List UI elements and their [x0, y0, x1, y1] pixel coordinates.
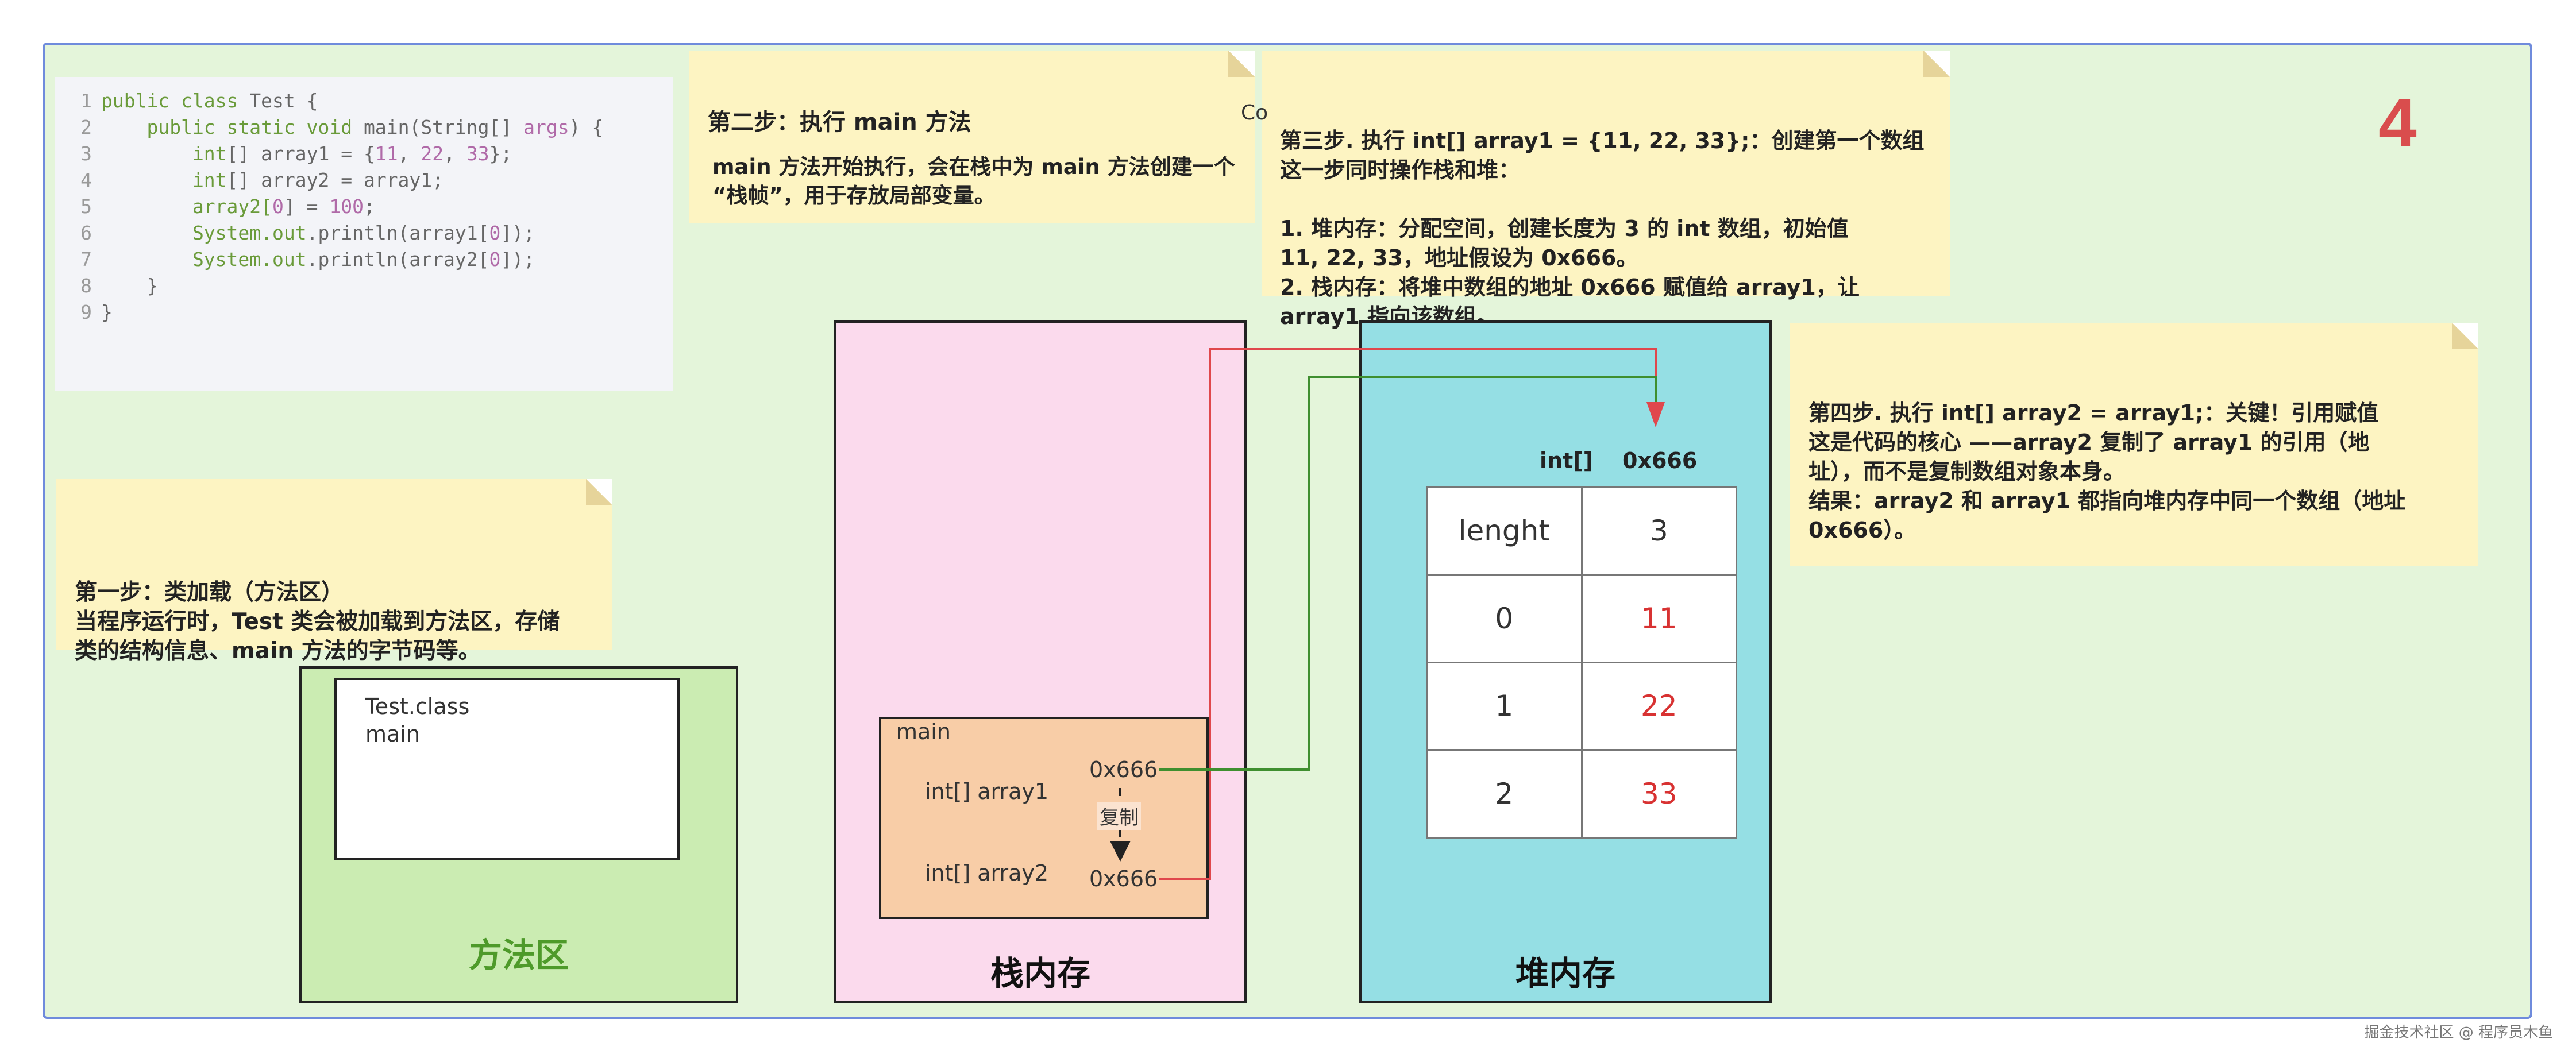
code-line: 9} [55, 301, 673, 327]
code-token: 0 [272, 195, 284, 218]
class-method-name: main [365, 721, 420, 747]
code-token: System.out [101, 222, 307, 244]
heap-type-label: int[] [1540, 448, 1593, 473]
stack-var2-value: 0x666 [1089, 866, 1158, 891]
method-area-title: 方法区 [468, 936, 569, 975]
note-step3: 第三步. 执行 int[] array1 = {11, 22, 33};：创建第… [1262, 51, 1950, 329]
code-line: 8 } [55, 275, 673, 301]
main-stack-frame [879, 717, 1209, 919]
line-number: 1 [80, 90, 92, 112]
code-token: int [101, 169, 227, 191]
note-step1: 第一步：类加载（方法区） 当程序运行时，Test 类会被加载到方法区，存储 类的… [56, 479, 612, 664]
stray-text: Co [1241, 101, 1268, 125]
code-token: ]); [500, 248, 535, 271]
note-fold [586, 479, 612, 505]
code-token: ]); [500, 222, 535, 244]
code-token: public static void [101, 116, 364, 138]
code-token: 0 [489, 222, 501, 244]
code-token: .println(array1[ [306, 222, 489, 244]
code-token: [] array2 = array1; [226, 169, 444, 191]
class-info-box [334, 678, 680, 860]
heap-index-cell: 0 [1426, 573, 1583, 663]
line-number: 9 [80, 301, 92, 323]
code-token: 33 [466, 142, 489, 165]
code-token: ] = [283, 195, 330, 218]
code-line: 6 System.out.println(array1[0]); [55, 222, 673, 248]
code-token: , [398, 142, 421, 165]
heap-index-cell: 2 [1426, 749, 1583, 839]
line-number: 4 [80, 169, 92, 191]
code-token: Test { [249, 90, 318, 112]
note-fold [1228, 51, 1255, 77]
note-fold [2452, 323, 2478, 349]
code-token: 11 [375, 142, 398, 165]
note-step1-text: 第一步：类加载（方法区） 当程序运行时，Test 类会被加载到方法区，存储 类的… [75, 580, 560, 664]
stack-var1-label: int[] array1 [925, 779, 1049, 804]
line-number: 5 [80, 195, 92, 218]
code-token: ) { [569, 116, 604, 138]
code-token: 100 [329, 195, 364, 218]
note-step2-body: main 方法开始执行，会在栈中为 main 方法创建一个 “栈帧”，用于存放局… [712, 155, 1235, 208]
heap-index-cell: lenght [1426, 486, 1583, 576]
line-number: 6 [80, 222, 92, 244]
stack-area-title: 栈内存 [990, 954, 1090, 993]
copy-arrowhead [1110, 841, 1131, 862]
heap-value-cell: 33 [1580, 749, 1737, 839]
heap-value-cell: 22 [1580, 661, 1737, 751]
code-token: array2[ [101, 195, 273, 218]
code-line: 5 array2[0] = 100; [55, 195, 673, 222]
line-number: 3 [80, 142, 92, 165]
note-step4: 第四步. 执行 int[] array2 = array1;：关键！引用赋值 这… [1790, 323, 2478, 566]
note-step4-text: 第四步. 执行 int[] array2 = array1;：关键！引用赋值 这… [1808, 400, 2406, 543]
stack-var2-label: int[] array2 [925, 860, 1049, 886]
code-token: int [101, 142, 227, 165]
note-step2: 第二步：执行 main 方法 main 方法开始执行，会在栈中为 main 方法… [689, 51, 1255, 223]
line-number: 8 [80, 275, 92, 297]
class-name: Test.class [365, 694, 470, 719]
code-token: }; [489, 142, 512, 165]
array2-reference-line [1159, 348, 1657, 880]
code-token: System.out [101, 248, 307, 271]
code-line: 4 int[] array2 = array1; [55, 169, 673, 195]
heap-value-cell: 11 [1580, 573, 1737, 663]
heap-area-title: 堆内存 [1515, 954, 1615, 993]
code-token: [] array1 = { [226, 142, 375, 165]
code-token: 0 [489, 248, 501, 271]
code-line: 2 public static void main(String[] args)… [55, 116, 673, 142]
line-number: 7 [80, 248, 92, 271]
heap-value-cell: 3 [1580, 486, 1737, 576]
code-token: .println(array2[ [306, 248, 489, 271]
code-token: ; [363, 195, 375, 218]
code-token: } [101, 301, 113, 323]
stack-frame-name: main [896, 719, 951, 744]
code-token: public class [101, 90, 250, 112]
note-step3-text: 第三步. 执行 int[] array1 = {11, 22, 33};：创建第… [1280, 128, 1925, 329]
code-token: 22 [421, 142, 444, 165]
note-step2-title: 第二步：执行 main 方法 [708, 109, 971, 136]
note-fold [1923, 51, 1950, 77]
copy-label: 复制 [1097, 802, 1141, 830]
stack-var1-value: 0x666 [1089, 757, 1158, 782]
code-token: , [444, 142, 466, 165]
step-number: 4 [2378, 84, 2417, 161]
array1-reference-line [1159, 376, 1657, 771]
array2-reference-arrowhead [1646, 402, 1665, 427]
code-token: args [523, 116, 569, 138]
code-line: 3 int[] array1 = {11, 22, 33}; [55, 142, 673, 169]
code-token: } [101, 275, 159, 297]
heap-index-cell: 1 [1426, 661, 1583, 751]
code-snippet: 1 public class Test { 2 public static void… [55, 77, 673, 391]
code-line: 1 public class Test { [55, 90, 673, 116]
line-number: 2 [80, 116, 92, 138]
heap-address-label: 0x666 [1622, 448, 1698, 473]
code-token: main(String[] [363, 116, 524, 138]
code-line: 7 System.out.println(array2[0]); [55, 248, 673, 275]
watermark: 掘金技术社区 @ 程序员木鱼 [2364, 1024, 2553, 1041]
